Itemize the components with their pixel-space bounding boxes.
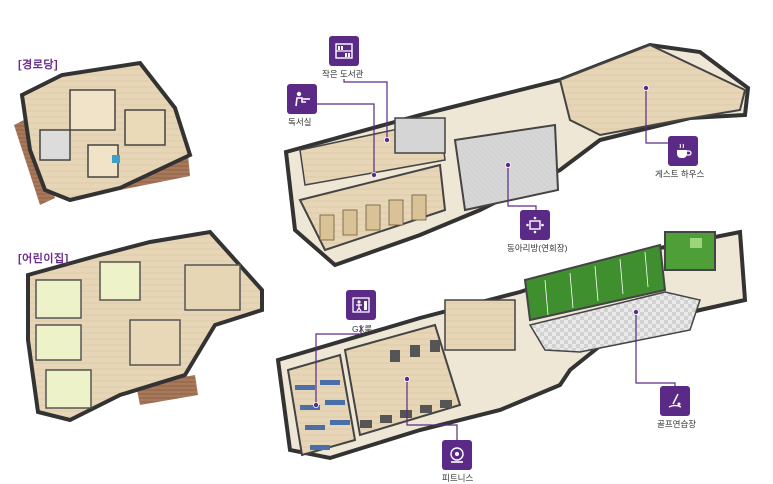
meeting-room-icon: [526, 216, 544, 234]
guest-house-marker[interactable]: [668, 136, 698, 166]
golf-range-label: 골프연습장: [657, 419, 697, 429]
gx-room-label: GX룸: [352, 324, 373, 334]
treadmill-icon: [450, 447, 464, 463]
senior-center-title: [경로당]: [18, 59, 59, 71]
daycare-plan: [26, 229, 264, 423]
golf-swing-icon: [668, 393, 682, 408]
golf-range-marker[interactable]: [660, 386, 690, 416]
senior-center-plan: [14, 60, 193, 205]
small-library-label: 작은 도서관: [322, 69, 364, 79]
small-library-marker[interactable]: [329, 36, 359, 66]
reading-desk-icon: [295, 91, 310, 107]
coffee-cup-icon: [677, 143, 692, 158]
exercise-room-icon: [352, 297, 370, 313]
fitness-marker[interactable]: [442, 440, 472, 470]
reading-room-marker[interactable]: [287, 84, 317, 114]
reading-room-label: 독서실: [288, 117, 312, 127]
daycare-title: [어린이집]: [18, 253, 69, 265]
fitness-label: 피트니스: [442, 473, 474, 483]
lower-floor-plan: [275, 229, 748, 461]
bookshelf-icon: [335, 43, 353, 59]
club-room-marker[interactable]: [520, 210, 550, 240]
gx-room-marker[interactable]: [346, 290, 376, 320]
club-room-label: 동아리방(연회장): [507, 243, 568, 253]
guest-house-label: 게스트 하우스: [655, 169, 705, 179]
